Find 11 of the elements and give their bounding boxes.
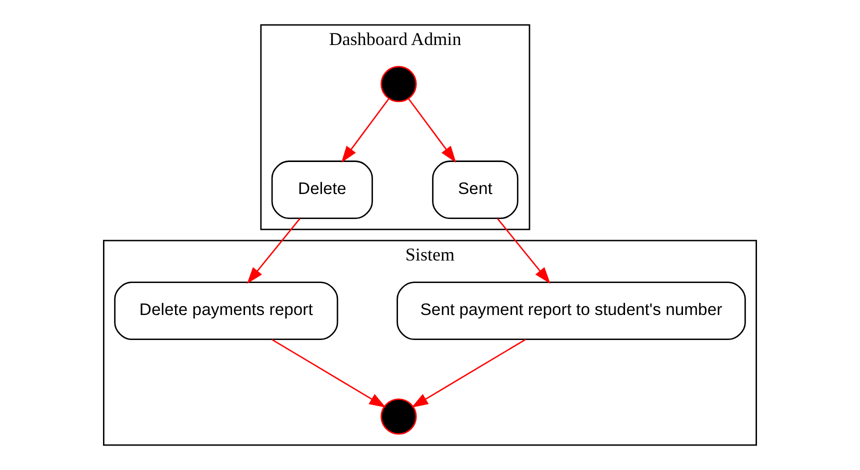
- arrow: [272, 338, 386, 408]
- arrow: [246, 218, 300, 284]
- arrow: [411, 338, 526, 408]
- node-box: Delete: [271, 160, 373, 219]
- node-circle: [380, 66, 417, 102]
- node-box: Sent: [432, 160, 518, 219]
- node-box: Delete payments report: [114, 282, 338, 340]
- node-box: Sent payment report to student's number: [396, 282, 746, 340]
- arrow: [341, 98, 390, 163]
- arrow: [408, 98, 456, 163]
- node-circle: [380, 398, 417, 435]
